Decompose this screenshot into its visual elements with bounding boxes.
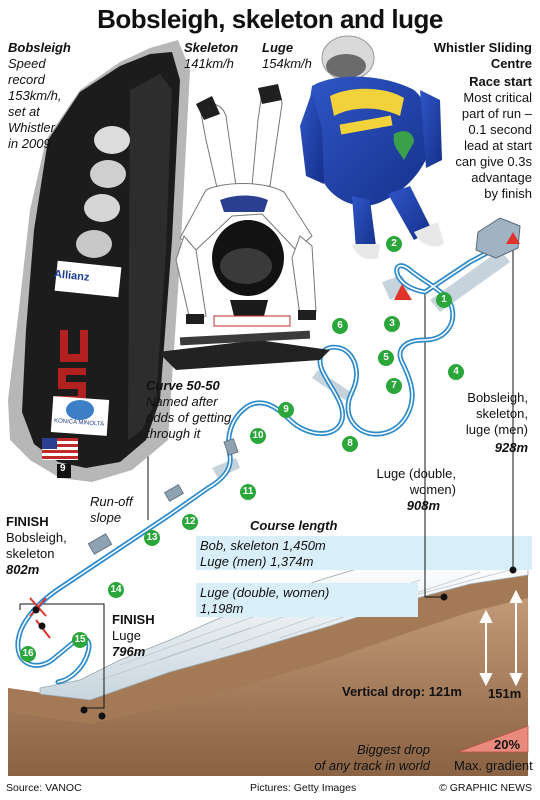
start-house-luge xyxy=(394,284,412,300)
curve-marker: 7 xyxy=(386,378,402,394)
bobsleigh-heading: Bobsleigh xyxy=(8,40,71,55)
curve-marker: 14 xyxy=(108,582,124,598)
buildings xyxy=(87,438,239,555)
finish-bob-heading: FINISH xyxy=(6,514,49,529)
start-luge-text: Luge (double, women) xyxy=(376,466,456,497)
course-length-heading: Course length xyxy=(250,518,338,533)
curve-marker: 16 xyxy=(20,646,36,662)
biggest-drop-text: Biggest drop of any track in world xyxy=(314,742,430,773)
course-length-band-1 xyxy=(196,536,532,570)
bobsleigh-record: Speed record 153km/h, set at Whistler in… xyxy=(8,56,62,151)
curve-marker: 13 xyxy=(144,530,160,546)
curve-marker: 15 xyxy=(72,632,88,648)
finish-luge-altitude: 796m xyxy=(112,644,146,659)
gradient-value: 20% xyxy=(494,737,521,752)
course-length-bob: Bob, skeleton 1,450m xyxy=(200,538,326,553)
curve-5050-heading: Curve 50-50 xyxy=(146,378,220,393)
sled-number: 9 xyxy=(60,463,66,474)
curve-marker: 9 xyxy=(278,402,294,418)
finish-bob-altitude: 802m xyxy=(6,562,40,577)
luge-speed: 154km/h xyxy=(262,56,312,71)
footer-brand: © GRAPHIC NEWS xyxy=(439,782,532,794)
footer-source: Source: VANOC xyxy=(6,782,82,794)
start-bob-text: Bobsleigh, skeleton, luge (men) xyxy=(465,390,528,437)
curve-marker: 3 xyxy=(384,316,400,332)
curve-marker: 4 xyxy=(448,364,464,380)
skeleton-heading: Skeleton xyxy=(184,40,239,55)
curve-marker: 5 xyxy=(378,350,394,366)
curve-marker: 8 xyxy=(342,436,358,452)
race-start-text: Most critical part of run – 0.1 second l… xyxy=(455,90,532,201)
course-length-luge-men: Luge (men) 1,374m xyxy=(200,554,314,569)
vertical-drop-arrows xyxy=(479,589,523,687)
curve-marker: 2 xyxy=(386,236,402,252)
vertical-drop-alt: 151m xyxy=(488,686,522,701)
curve-marker: 10 xyxy=(250,428,266,444)
start-bob-altitude: 928m xyxy=(494,440,528,455)
footer-pictures: Pictures: Getty Images xyxy=(250,782,357,794)
finish-luge-text: Luge xyxy=(112,628,141,643)
curve-marker: 11 xyxy=(240,484,256,500)
curve-marker: 6 xyxy=(332,318,348,334)
page-title: Bobsleigh, skeleton and luge xyxy=(97,4,443,34)
curve-5050-text: Named after odds of getting through it xyxy=(146,394,232,441)
skeleton-speed: 141km/h xyxy=(184,56,234,71)
gradient-triangle xyxy=(457,725,529,753)
bobsleigh-sled-illustration xyxy=(8,40,190,482)
race-start-heading: Race start xyxy=(469,74,532,89)
runoff-label: Run-off slope xyxy=(90,494,133,525)
curve-marker: 12 xyxy=(182,514,198,530)
course-length-luge-double: Luge (double, women) 1,198m xyxy=(200,585,330,616)
skeleton-athlete-illustration xyxy=(158,84,330,370)
finish-luge-heading: FINISH xyxy=(112,612,155,627)
start-luge-altitude: 908m xyxy=(406,498,440,513)
gradient-label: Max. gradient xyxy=(454,758,533,773)
vertical-drop-label: Vertical drop: 121m xyxy=(342,684,462,699)
curve-marker: 1 xyxy=(436,292,452,308)
luge-heading: Luge xyxy=(262,40,294,55)
start-house-top xyxy=(475,217,521,259)
venue-name: Whistler Sliding Centre xyxy=(433,40,532,71)
luge-athlete-illustration xyxy=(300,35,444,260)
finish-bob-text: Bobsleigh, skeleton xyxy=(6,530,67,561)
course-length-band-2 xyxy=(196,583,418,617)
usa-flag-icon xyxy=(42,438,78,460)
